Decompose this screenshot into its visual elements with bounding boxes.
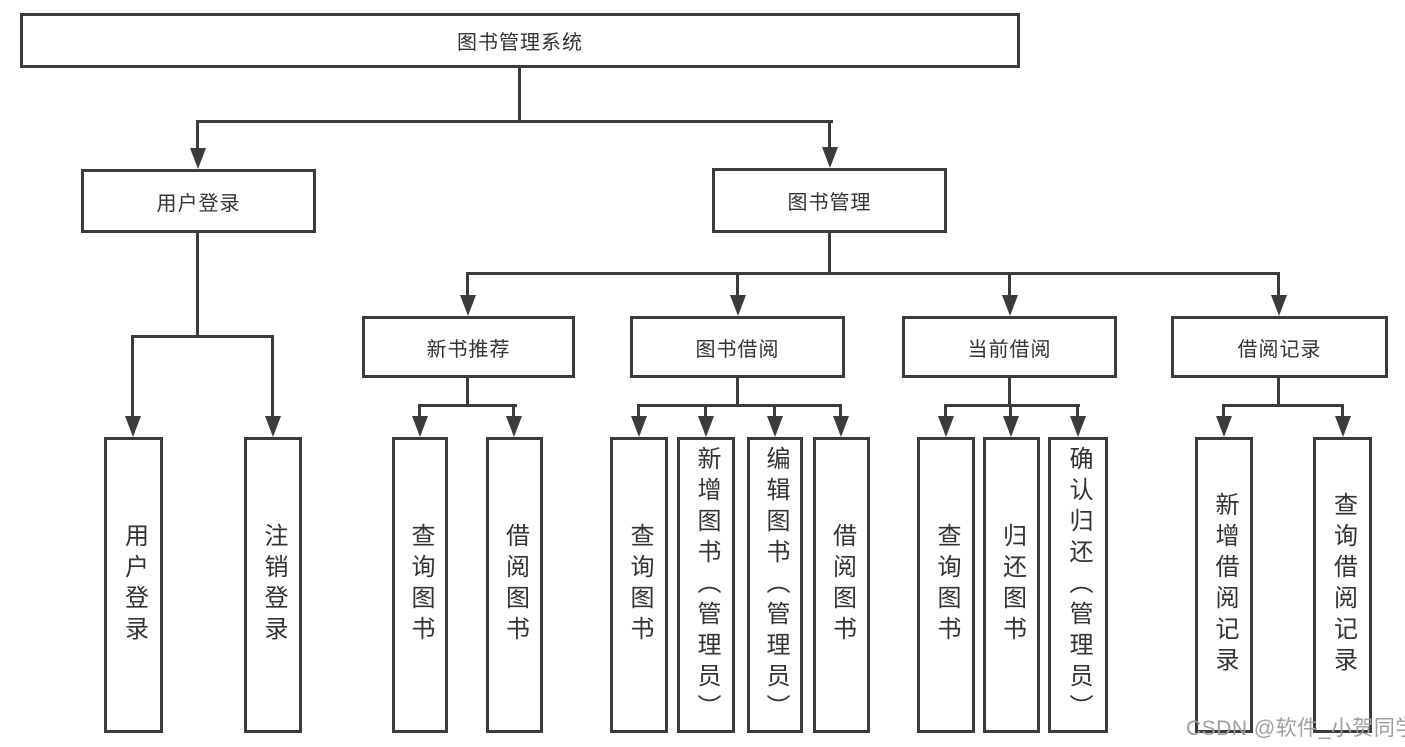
connector-line — [1008, 272, 1011, 296]
arrowhead — [730, 295, 746, 316]
connector-line — [466, 272, 1280, 275]
node-new-book-recommend: 新书推荐 — [362, 316, 575, 378]
leaf-add-borrow-record: 新增借阅记录 — [1195, 437, 1253, 733]
connector-line — [736, 272, 739, 296]
leaf-logout-label: 注销登录 — [260, 523, 287, 647]
arrowhead — [938, 416, 954, 437]
leaf-query-book-1: 查询图书 — [392, 437, 448, 733]
node-borrow-record-label: 借阅记录 — [1237, 338, 1322, 361]
leaf-query-book-3: 查询图书 — [917, 437, 975, 733]
connector-line — [512, 404, 515, 417]
arrowhead — [1335, 416, 1351, 437]
arrowhead — [1216, 416, 1232, 437]
connector-line — [839, 404, 842, 417]
connector-line — [418, 404, 517, 407]
leaf-confirm-return-admin-label: 确认归还（管理员） — [1065, 445, 1092, 725]
arrowhead — [822, 147, 838, 168]
leaf-query-borrow-record-label: 查询借阅记录 — [1329, 492, 1357, 678]
node-current-borrow: 当前借阅 — [902, 316, 1117, 378]
arrowhead — [190, 148, 206, 169]
leaf-add-borrow-record-label: 新增借阅记录 — [1211, 492, 1238, 678]
node-current-borrow-label: 当前借阅 — [967, 338, 1052, 361]
arrowhead — [1070, 416, 1086, 437]
leaf-add-book-admin-label: 新增图书（管理员） — [693, 445, 720, 725]
node-user-login: 用户登录 — [81, 169, 316, 233]
node-root: 图书管理系统 — [20, 13, 1020, 68]
connector-line — [418, 404, 421, 417]
leaf-edit-book-admin-label: 编辑图书（管理员） — [762, 445, 789, 725]
arrowhead — [1002, 295, 1018, 316]
node-borrow-record: 借阅记录 — [1171, 316, 1388, 378]
arrowhead — [1003, 416, 1019, 437]
connector-line — [773, 404, 776, 417]
connector-line — [1222, 404, 1343, 407]
connector-line — [1277, 272, 1280, 296]
connector-line — [944, 404, 1080, 407]
leaf-logout: 注销登录 — [244, 437, 302, 733]
connector-line — [196, 233, 199, 335]
leaf-return-book-label: 归还图书 — [998, 523, 1026, 647]
leaf-edit-book-admin: 编辑图书（管理员） — [747, 437, 803, 733]
connector-line — [828, 120, 831, 148]
node-new-book-recommend-label: 新书推荐 — [426, 338, 511, 361]
leaf-borrow-book-1: 借阅图书 — [486, 437, 543, 733]
connector-line — [196, 120, 199, 149]
leaf-borrow-book-2-label: 借阅图书 — [828, 523, 856, 647]
connector-line — [637, 404, 842, 407]
leaf-user-login-label: 用户登录 — [120, 523, 148, 647]
leaf-return-book: 归还图书 — [983, 437, 1040, 733]
connector-line — [828, 233, 831, 272]
csdn-watermark: CSDN @软件_小贺同学 — [1186, 717, 1405, 740]
node-book-management-label: 图书管理 — [787, 192, 872, 214]
arrowhead — [125, 416, 141, 437]
connector-line — [704, 404, 707, 417]
leaf-add-book-admin: 新增图书（管理员） — [677, 437, 735, 733]
leaf-query-book-3-label: 查询图书 — [933, 523, 960, 647]
leaf-query-book-2: 查询图书 — [610, 437, 668, 733]
arrowhead — [506, 416, 522, 437]
leaf-query-book-2-label: 查询图书 — [626, 523, 653, 647]
leaf-borrow-book-2: 借阅图书 — [813, 437, 870, 733]
arrowhead — [698, 416, 714, 437]
node-root-label: 图书管理系统 — [457, 32, 583, 54]
leaf-query-book-1-label: 查询图书 — [407, 523, 434, 647]
leaf-user-login: 用户登录 — [104, 437, 163, 733]
connector-line — [736, 378, 739, 407]
connector-line — [518, 68, 521, 120]
connector-line — [131, 335, 134, 417]
arrowhead — [833, 416, 849, 437]
connector-line — [196, 120, 833, 123]
arrowhead — [265, 416, 281, 437]
connector-line — [1009, 404, 1012, 417]
leaf-query-borrow-record: 查询借阅记录 — [1313, 437, 1372, 733]
node-book-borrow: 图书借阅 — [630, 316, 845, 378]
connector-line — [1076, 404, 1079, 417]
connector-line — [1277, 378, 1280, 407]
connector-line — [1222, 404, 1225, 417]
arrowhead — [631, 416, 647, 437]
connector-line — [466, 272, 469, 296]
arrowhead — [767, 416, 783, 437]
arrowhead — [412, 416, 428, 437]
connector-line — [466, 378, 469, 407]
connector-line — [1008, 378, 1011, 407]
leaf-confirm-return-admin: 确认归还（管理员） — [1048, 437, 1108, 733]
connector-line — [271, 335, 274, 417]
connector-line — [944, 404, 947, 417]
connector-line — [131, 335, 274, 338]
connector-line — [1341, 404, 1344, 417]
arrowhead — [460, 295, 476, 316]
node-user-login-label: 用户登录 — [156, 192, 241, 215]
connector-line — [637, 404, 640, 417]
arrowhead — [1271, 295, 1287, 316]
node-book-borrow-label: 图书借阅 — [695, 338, 780, 361]
node-book-management: 图书管理 — [712, 168, 947, 233]
leaf-borrow-book-1-label: 借阅图书 — [501, 523, 529, 647]
